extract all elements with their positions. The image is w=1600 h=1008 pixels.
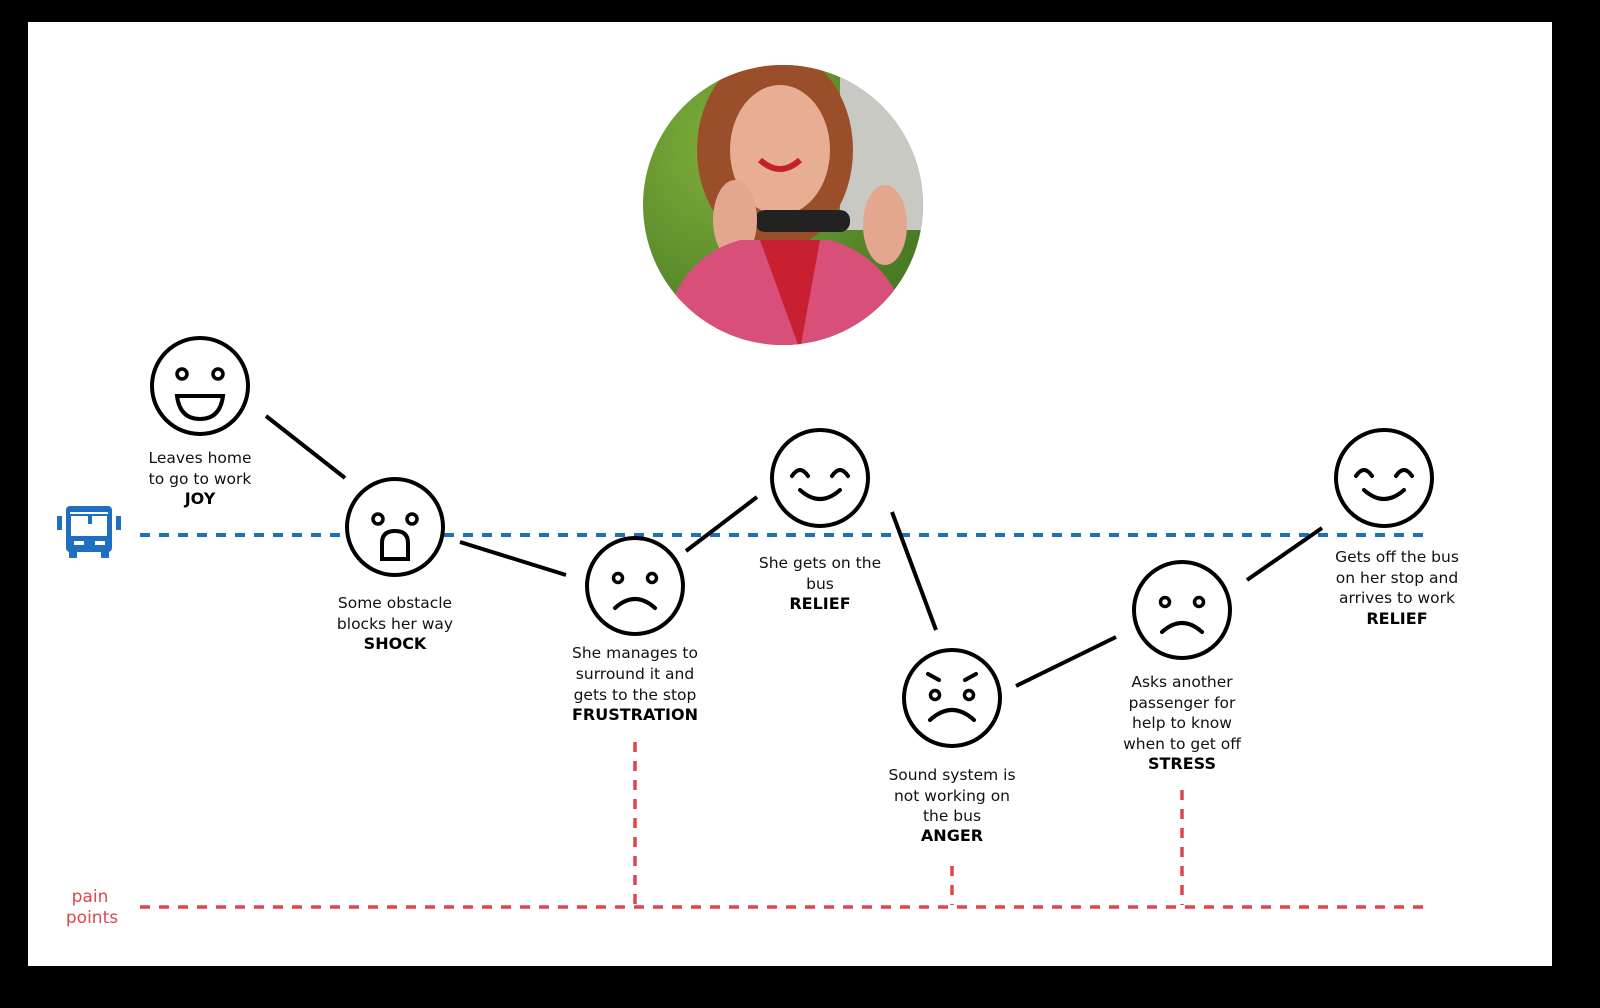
step-label-stress: Asks another passenger for help to know … — [1123, 673, 1241, 773]
stress-face-icon — [1132, 560, 1232, 660]
svg-text:passenger for: passenger for — [1129, 694, 1236, 712]
relief-face-icon — [1334, 428, 1434, 528]
step-label-relief-arrival: Gets off the bus on her stop and arrives… — [1335, 548, 1459, 628]
shock-face-icon — [345, 477, 445, 577]
svg-text:She manages to: She manages to — [572, 644, 698, 662]
svg-text:bus: bus — [806, 575, 834, 593]
svg-text:Asks another: Asks another — [1131, 673, 1233, 691]
pain-points-label: pain — [72, 887, 109, 907]
svg-text:SHOCK: SHOCK — [364, 634, 427, 653]
svg-text:gets to the stop: gets to the stop — [574, 686, 697, 704]
svg-text:RELIEF: RELIEF — [789, 594, 850, 613]
svg-text:She gets on the: She gets on the — [759, 554, 881, 572]
frustration-face-icon — [585, 536, 685, 636]
svg-text:Leaves home: Leaves home — [148, 449, 251, 467]
svg-text:help to know: help to know — [1132, 714, 1232, 732]
svg-text:arrives to work: arrives to work — [1339, 589, 1455, 607]
svg-text:the bus: the bus — [923, 807, 981, 825]
svg-text:on her stop and: on her stop and — [1336, 569, 1458, 587]
svg-text:FRUSTRATION: FRUSTRATION — [572, 705, 698, 724]
pain-points-label: points — [66, 908, 118, 928]
joy-face-icon — [150, 336, 250, 436]
step-label-relief: She gets on the bus RELIEF — [759, 554, 881, 613]
emotion-curve — [264, 414, 1324, 688]
step-label-shock: Some obstacle blocks her way SHOCK — [337, 594, 453, 653]
anger-face-icon — [902, 648, 1002, 748]
svg-text:ANGER: ANGER — [921, 826, 983, 845]
svg-text:surround it and: surround it and — [576, 665, 694, 683]
svg-text:Gets off the bus: Gets off the bus — [1335, 548, 1459, 566]
svg-text:STRESS: STRESS — [1148, 754, 1216, 773]
step-label-joy: Leaves home to go to work JOY — [148, 449, 251, 508]
svg-text:Sound system is: Sound system is — [888, 766, 1015, 784]
bus-icon — [57, 506, 121, 558]
svg-text:blocks her way: blocks her way — [337, 615, 453, 633]
svg-text:RELIEF: RELIEF — [1366, 609, 1427, 628]
svg-text:when to get off: when to get off — [1123, 735, 1241, 753]
step-label-frustration: She manages to surround it and gets to t… — [572, 644, 698, 724]
svg-text:not working on: not working on — [894, 787, 1010, 805]
svg-text:JOY: JOY — [184, 489, 216, 508]
step-label-anger: Sound system is not working on the bus A… — [888, 766, 1015, 845]
svg-text:Some obstacle: Some obstacle — [338, 594, 452, 612]
relief-face-icon — [770, 428, 870, 528]
svg-text:to go to work: to go to work — [149, 470, 252, 488]
